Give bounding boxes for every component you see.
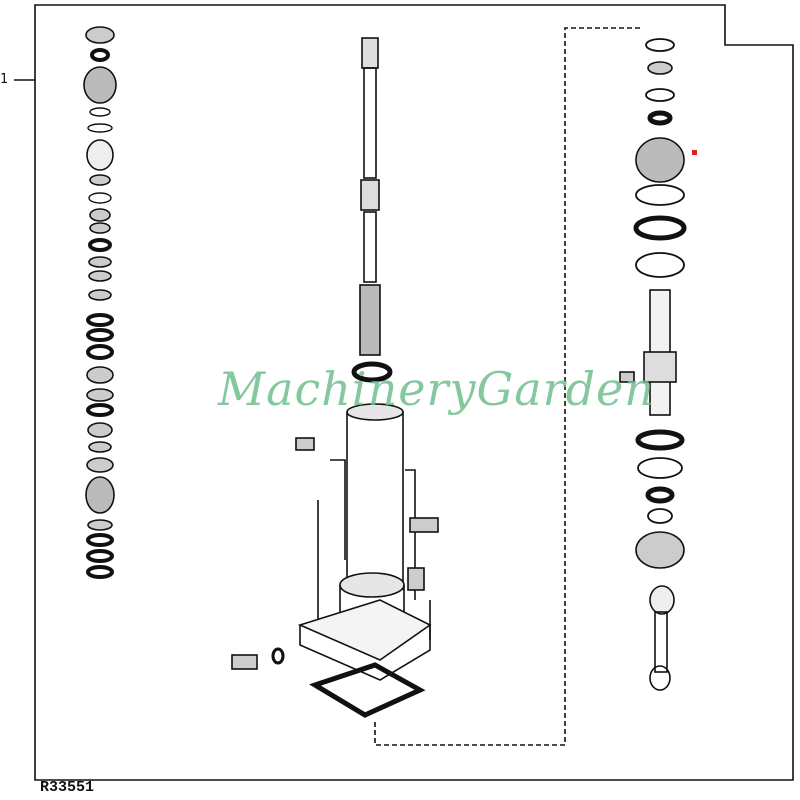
part — [83, 66, 117, 104]
part — [635, 252, 685, 278]
part — [635, 429, 685, 451]
part — [87, 519, 113, 531]
part — [637, 457, 683, 479]
part — [645, 486, 675, 504]
part — [89, 174, 111, 186]
part — [86, 457, 114, 473]
part — [654, 611, 668, 673]
part — [87, 422, 113, 438]
part — [86, 388, 114, 402]
part — [89, 222, 111, 234]
part — [87, 123, 113, 133]
part — [90, 48, 110, 62]
center-shaft — [351, 37, 393, 383]
dashed-connector — [374, 27, 640, 746]
part — [635, 531, 685, 569]
valve-housing — [231, 403, 439, 718]
part — [86, 366, 114, 384]
part — [88, 441, 112, 453]
part — [86, 403, 114, 417]
part — [86, 139, 114, 171]
figure-id: R33551 — [40, 779, 95, 796]
part — [88, 270, 112, 282]
part — [649, 665, 671, 691]
part — [88, 192, 112, 204]
part — [88, 238, 112, 252]
part — [643, 351, 677, 383]
frame-border — [34, 4, 794, 781]
right-parts-stack — [619, 38, 687, 691]
part — [619, 371, 635, 383]
marker-dot — [692, 150, 697, 155]
part — [89, 208, 111, 222]
part — [86, 313, 114, 327]
part — [86, 533, 114, 547]
part — [88, 256, 112, 268]
part — [86, 549, 114, 563]
part — [633, 215, 687, 241]
part — [635, 184, 685, 206]
part — [645, 88, 675, 102]
part — [647, 508, 673, 524]
part — [89, 107, 111, 117]
part — [649, 585, 675, 615]
part — [647, 110, 673, 126]
part — [86, 344, 114, 360]
part — [635, 137, 685, 183]
callout-number: 1 — [0, 72, 8, 87]
watermark: MachineryGarden — [218, 362, 655, 416]
part — [85, 26, 115, 44]
part — [86, 328, 114, 342]
part — [86, 565, 114, 579]
part — [647, 61, 673, 75]
part — [88, 289, 112, 301]
part — [85, 476, 115, 514]
left-parts-stack — [83, 26, 117, 579]
part — [645, 38, 675, 52]
